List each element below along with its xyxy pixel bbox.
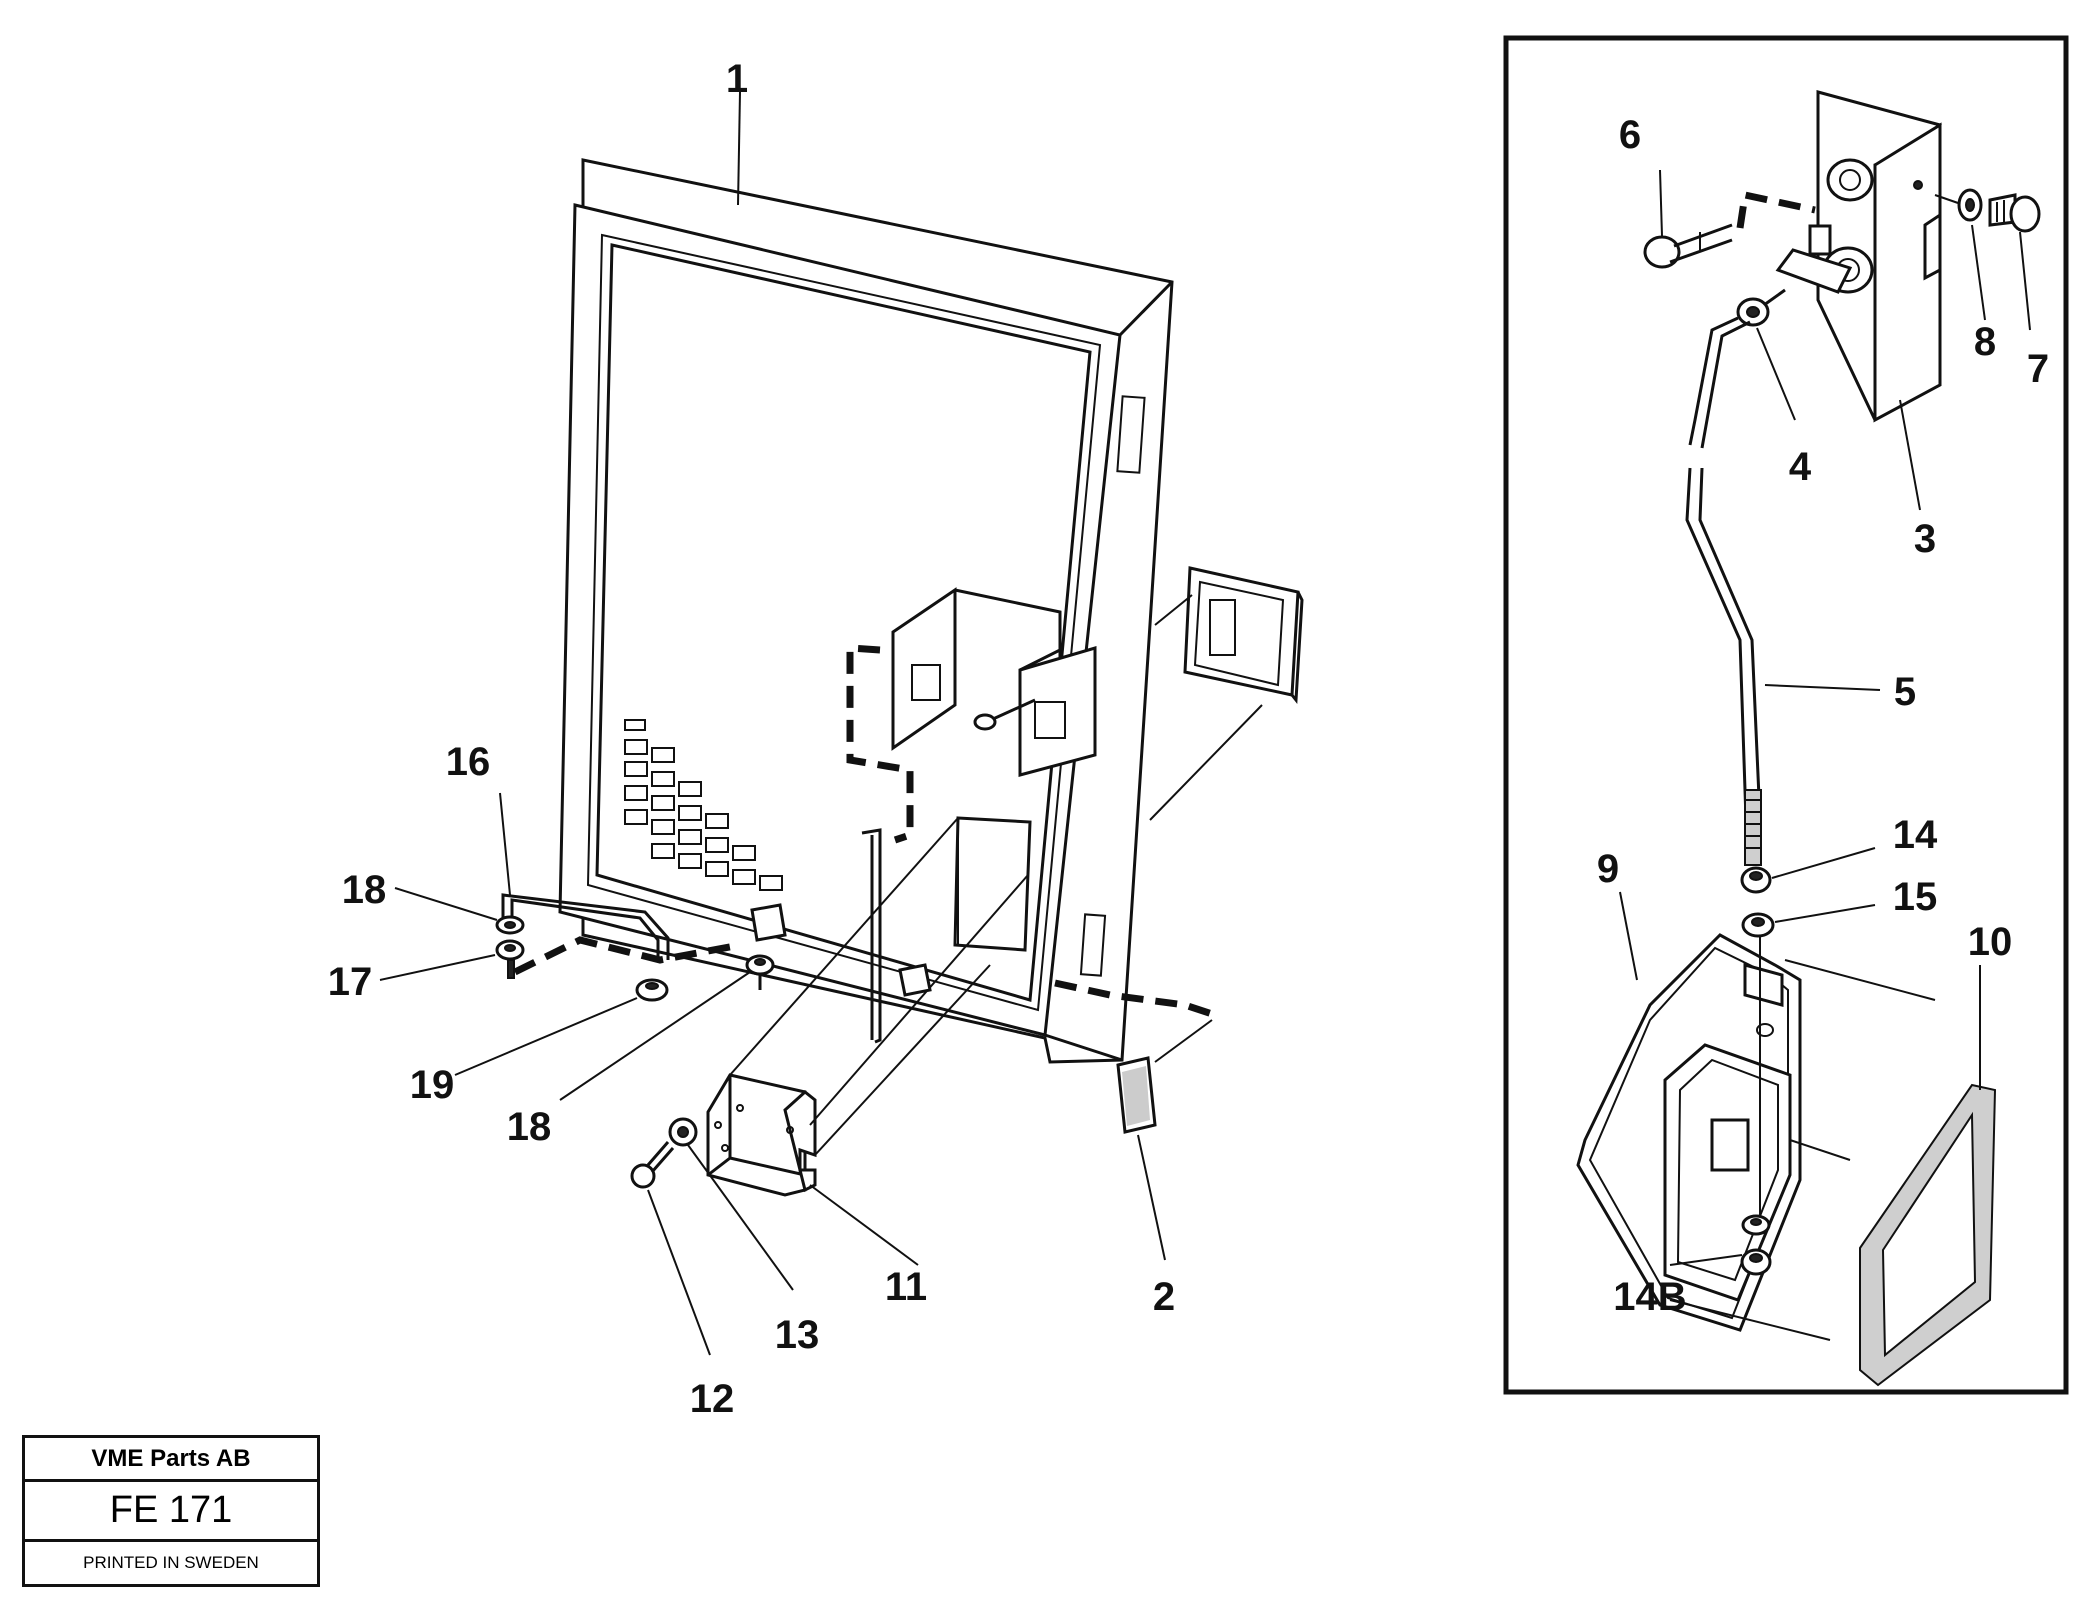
washer-part-13 bbox=[668, 1117, 698, 1147]
callout-19: 19 bbox=[410, 1063, 455, 1107]
callout-4: 4 bbox=[1789, 445, 1812, 489]
vent-holes bbox=[624, 719, 783, 891]
gasket-part-10 bbox=[1859, 1083, 1997, 1387]
washer-part-15 bbox=[1741, 912, 1775, 938]
ball-joint-part-4 bbox=[1736, 288, 1786, 327]
nut-part-14 bbox=[1740, 866, 1772, 894]
print-note: PRINTED IN SWEDEN bbox=[83, 1553, 259, 1572]
mounting-plate-part-11 bbox=[706, 1073, 817, 1197]
title-block: VME Parts AB FE 171 PRINTED IN SWEDEN bbox=[22, 1435, 320, 1587]
callout-leaders bbox=[379, 91, 2031, 1356]
rubber-pad-part-2 bbox=[1116, 1056, 1157, 1134]
callout-18-right: 18 bbox=[507, 1105, 552, 1149]
rod-part-5 bbox=[1685, 316, 1762, 866]
lock-cutout bbox=[953, 816, 1032, 952]
handle-bar-part-16 bbox=[501, 893, 741, 976]
latch-rod bbox=[861, 828, 882, 1044]
callout-14: 14 bbox=[1893, 813, 1938, 857]
bracket-part-3 bbox=[1775, 90, 1942, 423]
nut-part-14b bbox=[1740, 1214, 1772, 1276]
company-name: VME Parts AB bbox=[25, 1438, 317, 1482]
callout-3: 3 bbox=[1914, 517, 1936, 561]
nut-part-18-left bbox=[495, 915, 525, 935]
bolt-part-7 bbox=[1988, 193, 2041, 233]
callout-11: 11 bbox=[885, 1265, 927, 1309]
callout-13: 13 bbox=[775, 1313, 820, 1357]
washer-part-8 bbox=[1957, 188, 1983, 222]
callout-8: 8 bbox=[1974, 320, 1996, 364]
bolt-part-6 bbox=[1643, 190, 1816, 269]
lock-housing-small bbox=[1183, 566, 1304, 704]
callout-12: 12 bbox=[690, 1377, 735, 1421]
callout-14b: 14B bbox=[1613, 1275, 1686, 1319]
callout-5: 5 bbox=[1894, 670, 1916, 714]
clip-right bbox=[898, 963, 932, 997]
callout-15: 15 bbox=[1893, 875, 1938, 919]
callout-18-left: 18 bbox=[342, 868, 387, 912]
callout-17: 17 bbox=[328, 960, 373, 1004]
screw-part-12 bbox=[630, 1141, 675, 1189]
callout-16: 16 bbox=[446, 740, 491, 784]
panel-door-part-1 bbox=[558, 158, 1174, 1064]
drawing-code: FE 171 bbox=[25, 1482, 317, 1542]
callout-7: 7 bbox=[2027, 347, 2049, 391]
callout-9: 9 bbox=[1597, 847, 1619, 891]
clip-left bbox=[750, 903, 787, 942]
nut-part-17 bbox=[495, 939, 525, 979]
hinge-bracket bbox=[846, 587, 1097, 844]
nut-part-19 bbox=[635, 978, 669, 1002]
callout-1: 1 bbox=[726, 57, 748, 101]
callout-6: 6 bbox=[1619, 113, 1641, 157]
nut-part-18-right bbox=[745, 954, 775, 990]
detail-frame bbox=[1503, 35, 2069, 1395]
callout-10: 10 bbox=[1968, 920, 2013, 964]
callout-2: 2 bbox=[1153, 1275, 1175, 1319]
